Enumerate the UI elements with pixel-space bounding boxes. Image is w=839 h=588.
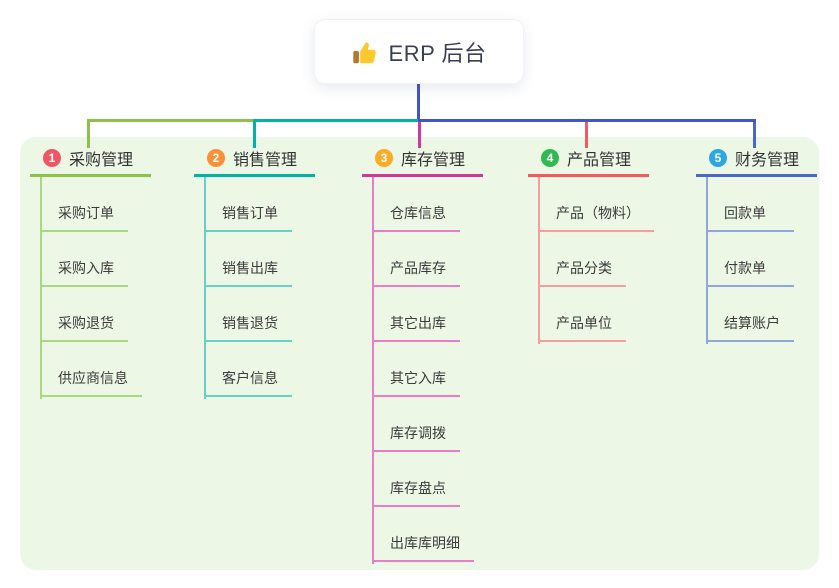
branch-number-badge: 1 [43, 149, 61, 167]
node-inventory-child-4[interactable]: 其它入库 [372, 368, 460, 397]
child-row: 结算账户 [706, 287, 839, 342]
root-node-label: ERP 后台 [388, 40, 487, 66]
branch-inventory-connector-line [418, 122, 421, 148]
node-product-child-3[interactable]: 产品单位 [538, 313, 626, 342]
node-finance-child-3[interactable]: 结算账户 [706, 313, 794, 342]
child-row: 库存盘点 [372, 452, 532, 507]
node-purchase-child-1[interactable]: 采购订单 [40, 203, 128, 232]
child-row: 采购入库 [40, 232, 200, 287]
children-connector-line [40, 177, 42, 399]
child-row: 销售出库 [204, 232, 364, 287]
branch-finance-connector-line [753, 122, 756, 148]
branch-sales: 2 销售管理销售订单销售出库销售退货客户信息 [194, 148, 364, 399]
branch-purchase-children: 采购订单采购入库采购退货供应商信息 [40, 177, 200, 399]
node-sales-child-2[interactable]: 销售出库 [204, 258, 292, 287]
branch-inventory: 3 库存管理仓库信息产品库存其它出库其它入库库存调拨库存盘点出库库明细 [362, 148, 532, 564]
child-row: 销售订单 [204, 177, 364, 232]
node-inventory-child-5[interactable]: 库存调拨 [372, 423, 460, 452]
branch-inventory-children: 仓库信息产品库存其它出库其它入库库存调拨库存盘点出库库明细 [372, 177, 532, 564]
child-row: 其它入库 [372, 342, 532, 397]
node-inventory-child-2[interactable]: 产品库存 [372, 258, 460, 287]
node-product-child-2[interactable]: 产品分类 [538, 258, 626, 287]
branch-sales-children: 销售订单销售出库销售退货客户信息 [204, 177, 364, 399]
node-sales-child-1[interactable]: 销售订单 [204, 203, 292, 232]
branch-purchase-connector-line [87, 122, 90, 148]
node-sales-child-4[interactable]: 客户信息 [204, 368, 292, 397]
branch-label: 库存管理 [401, 152, 466, 169]
branch-inventory-header[interactable]: 3 库存管理 [362, 148, 483, 177]
child-row: 客户信息 [204, 342, 364, 397]
node-inventory-child-7[interactable]: 出库库明细 [372, 533, 474, 562]
branch-sales-connector-line [253, 122, 256, 148]
connector-bus-left [87, 119, 253, 122]
children-connector-line [538, 177, 540, 344]
children-connector-line [706, 177, 708, 344]
branch-label: 销售管理 [233, 152, 298, 169]
mindmap-canvas-panel [20, 137, 819, 570]
node-inventory-child-6[interactable]: 库存盘点 [372, 478, 460, 507]
branch-purchase-header[interactable]: 1 采购管理 [30, 148, 151, 177]
child-row: 产品（物料） [538, 177, 698, 232]
node-sales-child-3[interactable]: 销售退货 [204, 313, 292, 342]
child-row: 其它出库 [372, 287, 532, 342]
branch-product-connector-line [585, 122, 588, 148]
branch-number-badge: 3 [375, 149, 393, 167]
child-row: 产品单位 [538, 287, 698, 342]
branch-label: 采购管理 [69, 152, 134, 169]
node-finance-child-1[interactable]: 回款单 [706, 203, 794, 232]
child-row: 仓库信息 [372, 177, 532, 232]
connector-bus-right [418, 119, 756, 122]
root-node[interactable]: ERP 后台 [315, 20, 523, 83]
node-finance-child-2[interactable]: 付款单 [706, 258, 794, 287]
branch-product: 4 产品管理产品（物料） 产品分类产品单位 [528, 148, 698, 344]
node-product-child-1[interactable]: 产品（物料） [538, 203, 654, 232]
child-row: 供应商信息 [40, 342, 200, 397]
child-row: 销售退货 [204, 287, 364, 342]
children-connector-line [372, 177, 374, 564]
branch-finance: 5 财务管理回款单付款单结算账户 [696, 148, 839, 344]
branch-number-badge: 4 [541, 149, 559, 167]
branch-number-badge: 2 [207, 149, 225, 167]
branch-purchase: 1 采购管理采购订单采购入库采购退货供应商信息 [30, 148, 200, 399]
node-purchase-child-2[interactable]: 采购入库 [40, 258, 128, 287]
branch-finance-header[interactable]: 5 财务管理 [696, 148, 817, 177]
child-row: 采购订单 [40, 177, 200, 232]
branch-sales-header[interactable]: 2 销售管理 [194, 148, 315, 177]
child-row: 回款单 [706, 177, 839, 232]
branch-finance-children: 回款单付款单结算账户 [706, 177, 839, 344]
node-inventory-child-3[interactable]: 其它出库 [372, 313, 460, 342]
branch-label: 产品管理 [567, 152, 632, 169]
root-connector-line [417, 83, 420, 119]
child-row: 出库库明细 [372, 507, 532, 562]
child-row: 产品库存 [372, 232, 532, 287]
thumbs-up-icon [352, 41, 376, 63]
node-purchase-child-3[interactable]: 采购退货 [40, 313, 128, 342]
child-row: 付款单 [706, 232, 839, 287]
branch-number-badge: 5 [709, 149, 727, 167]
branch-product-children: 产品（物料） 产品分类产品单位 [538, 177, 698, 344]
branch-label: 财务管理 [735, 152, 800, 169]
child-row: 库存调拨 [372, 397, 532, 452]
connector-bus-middle [253, 119, 418, 122]
child-row: 采购退货 [40, 287, 200, 342]
node-inventory-child-1[interactable]: 仓库信息 [372, 203, 460, 232]
branch-product-header[interactable]: 4 产品管理 [528, 148, 649, 177]
child-row: 产品分类 [538, 232, 698, 287]
children-connector-line [204, 177, 206, 399]
node-purchase-child-4[interactable]: 供应商信息 [40, 368, 142, 397]
